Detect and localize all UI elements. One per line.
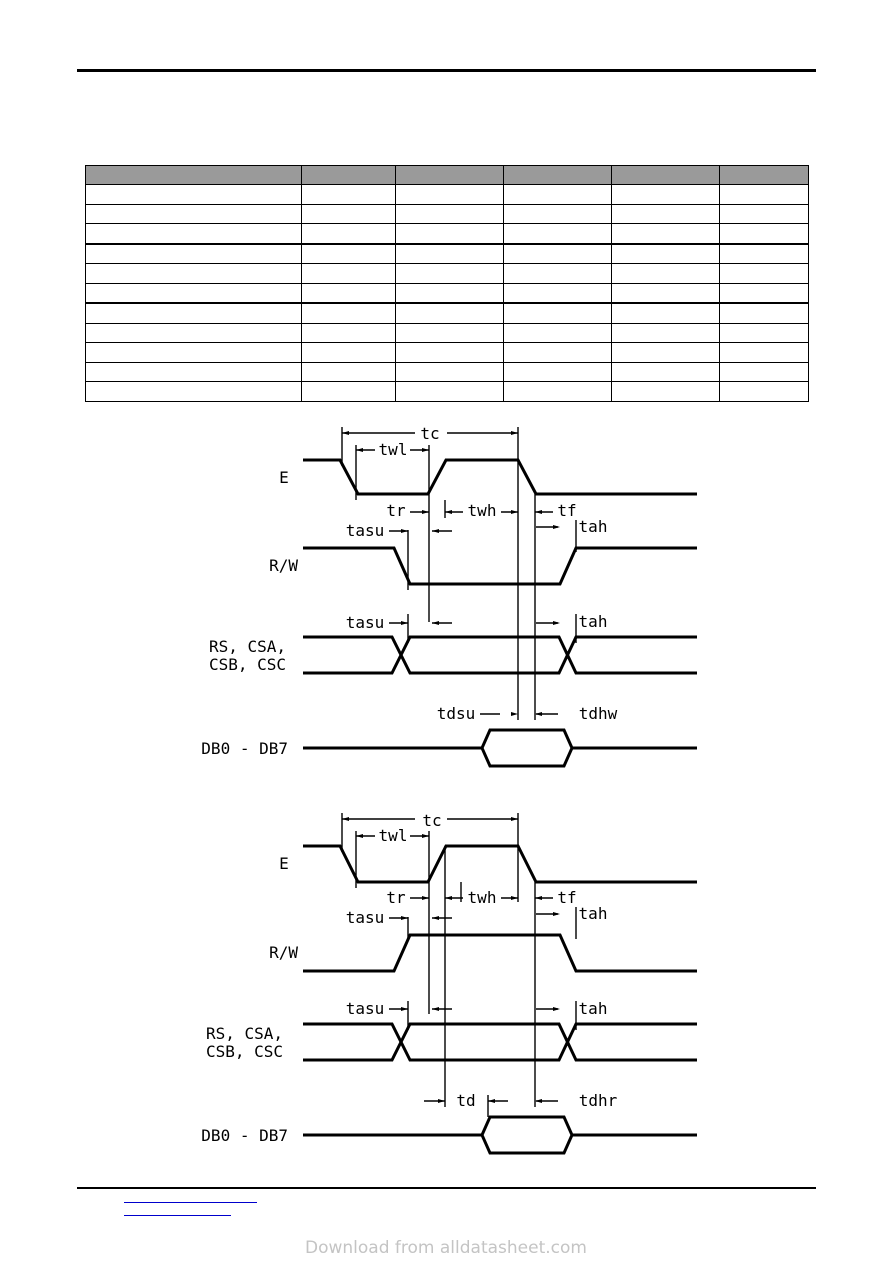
waveform-rs-low [303, 1022, 697, 1062]
table-row [85, 223, 809, 245]
signal-label-rs-line1: RS, CSA, [209, 637, 286, 656]
param-tasu-rs: tasu [346, 613, 385, 632]
param-tah-rw: tah [579, 904, 608, 923]
param-twl: twl [379, 440, 408, 459]
param-tdhr: tdhr [579, 1091, 618, 1110]
signal-label-rw: R/W [269, 943, 298, 962]
footer-rule [77, 1187, 816, 1189]
table-row [85, 242, 809, 265]
param-tc: tc [420, 424, 439, 443]
param-tah-rw: tah [579, 517, 608, 536]
param-tasu-rw: tasu [346, 521, 385, 540]
signal-label-rs-line2: CSB, CSC [206, 1042, 283, 1061]
table-row [85, 263, 809, 284]
download-watermark: Download from alldatasheet.com [305, 1238, 587, 1258]
waveform-rw [303, 546, 697, 586]
param-tr: tr [386, 501, 406, 520]
signal-label-rw: R/W [269, 556, 298, 575]
timing-characteristics-table [85, 164, 809, 402]
waveform-e [303, 458, 697, 496]
signal-label-rs-line1: RS, CSA, [206, 1024, 283, 1043]
signal-label-rs-line2: CSB, CSC [209, 655, 286, 674]
param-tasu-rs: tasu [346, 999, 385, 1018]
signal-label-db: DB0 - DB7 [201, 739, 288, 758]
waveform-rs-high [303, 635, 697, 675]
table-row [85, 282, 809, 304]
read-timing-diagram: E R/W RS, CSA, CSB, CSC DB0 - DB7 tc twl… [201, 811, 697, 1155]
table-row [85, 361, 809, 383]
table-row [85, 184, 809, 205]
waveform-rs-high [303, 1022, 697, 1062]
param-tc: tc [422, 811, 441, 830]
waveform-rw [303, 933, 697, 973]
param-tf: tf [557, 888, 576, 907]
write-timing-diagram: E R/W RS, CSA, CSB, CSC DB0 - DB7 tc twl… [201, 424, 697, 768]
table-row [85, 203, 809, 225]
table-row [85, 342, 809, 363]
signal-label-db: DB0 - DB7 [201, 1126, 288, 1145]
param-twl: twl [379, 826, 408, 845]
table-row [85, 302, 809, 324]
param-twh: twh [468, 501, 497, 520]
param-td: td [456, 1091, 475, 1110]
param-tah-rs: tah [579, 999, 608, 1018]
footer-link-underline-2[interactable] [124, 1215, 231, 1216]
table-row [85, 381, 809, 402]
param-tdhw: tdhw [579, 704, 618, 723]
footer-link-underline-1[interactable] [124, 1202, 257, 1203]
waveform-e [303, 844, 697, 884]
waveform-db-data [480, 1115, 574, 1155]
signal-label-e: E [279, 468, 289, 487]
header-rule [77, 69, 816, 72]
param-tdsu: tdsu [437, 704, 476, 723]
table-row [85, 322, 809, 344]
waveform-rs-low [303, 635, 697, 675]
param-tasu-rw: tasu [346, 908, 385, 927]
table-header-row [85, 164, 809, 186]
waveform-db-data [480, 728, 574, 768]
param-tah-rs: tah [579, 612, 608, 631]
param-tf: tf [557, 501, 576, 520]
signal-label-e: E [279, 854, 289, 873]
param-twh: twh [468, 888, 497, 907]
param-tr: tr [386, 888, 406, 907]
